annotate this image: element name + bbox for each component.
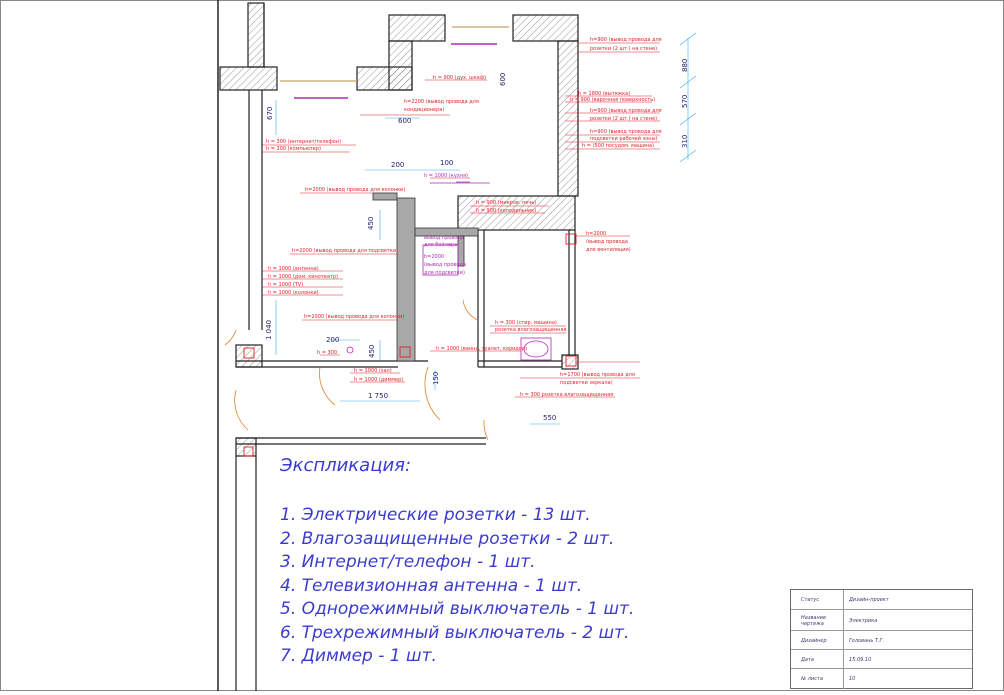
explication-item: 3. Интернет/телефон - 1 шт. (280, 552, 536, 572)
label-a21: h = 1000 (колонки) (268, 290, 319, 296)
stamp-designer-value: Головань Т.Г. (849, 637, 884, 644)
walls (219, 2, 579, 457)
dim-100: 100 (440, 159, 453, 167)
stamp-row-status: Статус Дизайн-проект (791, 590, 972, 609)
label-a25: h = 300 (317, 350, 337, 356)
windows (280, 26, 509, 82)
stamp-row-date: Дата 15.09.10 (791, 649, 972, 669)
label-a29: h = 300 розетка влагозащищенная (520, 392, 613, 398)
label-a28: h=1700 (вывод провода для (560, 372, 635, 378)
dim-600-a: 600 (398, 117, 411, 125)
dim-600-b: 600 (499, 73, 507, 86)
doors (224, 299, 489, 441)
stamp-row-designer: Дизайнер Головань Т.Г. (791, 630, 972, 650)
bath-fixture (422, 244, 552, 361)
label-a5: h = 900 (варочная поверхность) (570, 97, 655, 103)
stamp-date-key: Дата (801, 656, 814, 663)
dim-200-a: 200 (391, 161, 404, 169)
label-a14b: для бойлера (424, 241, 457, 248)
annotation-labels-magenta: h = 1000 (кухня) вывод провода для бойле… (424, 173, 468, 276)
label-a10: h = 1000 (кухня) (424, 173, 468, 179)
label-a17: h=2000 (вывод провода для подсветки) (292, 248, 398, 254)
label-a12: h = 900 (микров. печь) (476, 200, 536, 206)
label-a7: h=900 (вывод провода для (590, 129, 662, 135)
label-a22b: розетка влагозащищенная (495, 327, 567, 333)
label-a6: h=900 (вывод провода для (590, 108, 662, 114)
label-a3b: кондиционера) (404, 107, 444, 113)
dim-200-b: 200 (326, 336, 339, 344)
label-a4: h = 1800 (вытяжка) (578, 91, 630, 97)
stamp-designer-key: Дизайнер (801, 637, 827, 644)
label-a3: h=2200 (вывод провода для (404, 99, 479, 105)
fixture-symbols (346, 181, 490, 354)
explication-item: 5. Однорежимный выключатель - 1 шт. (280, 599, 635, 619)
dim-570: 570 (681, 95, 689, 108)
label-a24: h = 1000 (ванна, туалет, коридор) (436, 346, 527, 352)
explication-item: 4. Телевизионная антенна - 1 шт. (280, 575, 583, 596)
dim-450-a: 450 (367, 217, 375, 230)
explication-item: 2. Влагозащищенные розетки - 2 шт. (280, 528, 615, 549)
dim-550: 550 (543, 414, 556, 422)
explication-title: Экспликация: (280, 455, 412, 476)
explication-item: 6. Трехрежимный выключатель - 2 шт. (280, 622, 630, 643)
label-a9: h = 300 (компьютер) (266, 146, 321, 152)
explication-legend: Экспликация: 1. Электрические розетки - … (280, 455, 780, 669)
annotation-labels: h=900 (вывод провода для розетки (2 шт.)… (266, 37, 662, 398)
label-a1: h=900 (вывод провода для (590, 37, 662, 43)
dim-1040: 1 040 (265, 320, 273, 340)
dim-1750: 1 750 (368, 392, 388, 400)
stamp-row-name: Название чертежа Электрика (791, 609, 972, 631)
label-a15c: для подсветки) (424, 270, 465, 276)
dim-670: 670 (266, 107, 274, 120)
label-a26: h = 1000 (зал) (354, 368, 392, 374)
explication-item: 7. Диммер - 1 шт. (280, 646, 437, 666)
label-a16b: (вывод провода (586, 239, 628, 245)
label-a22: h = 300 (стир. машина) (495, 320, 557, 326)
dimension-lines (275, 32, 697, 425)
dim-150: 150 (432, 372, 440, 385)
explication-item: 1. Электрические розетки - 13 шт. (280, 505, 591, 525)
dim-310: 310 (681, 135, 689, 148)
label-a19: h = 1000 (дом. кинотеатр) (268, 274, 338, 280)
stamp-page-key: № листа (801, 676, 823, 682)
dim-880: 880 (681, 59, 689, 72)
stamp-row-page: № листа 10 (791, 668, 972, 689)
stamp-status-key: Статус (801, 596, 820, 603)
label-a28b: подсветки зеркала) (560, 380, 613, 386)
label-a16c: для вентиляции) (586, 247, 631, 253)
label-a2: h = 900 (дух. шкаф) (433, 75, 486, 81)
window-sills (294, 43, 497, 99)
label-a14: вывод провода (424, 235, 464, 241)
stamp-status-value: Дизайн-проект (849, 596, 889, 603)
stamp-name-key: Название чертежа (801, 614, 827, 627)
label-a15: h=2000 (424, 254, 444, 260)
label-a20: h = 1000 (TV) (268, 282, 303, 288)
label-a8: h = 300 (интернет/телефон) (266, 139, 341, 145)
label-a7c: h = (500 посудом. машина) (582, 143, 654, 149)
label-a13: h = 900 (холодильник) (476, 208, 536, 214)
label-a18: h = 1000 (антенна) (268, 266, 319, 272)
label-a23: h=2000 (вывод провода для колонки) (304, 314, 404, 320)
socket-markers (243, 233, 577, 457)
label-a6b: розетки (2 шт.) на стене) (590, 116, 657, 122)
dim-450-b: 450 (368, 345, 376, 358)
stamp-page-value: 10 (849, 676, 856, 682)
title-block: Статус Дизайн-проект Название чертежа Эл… (790, 589, 973, 689)
label-a11: h=2000 (вывод провода для колонки) (305, 187, 405, 193)
leader-lines (262, 42, 660, 398)
dimension-labels: 880 570 310 670 600 600 200 100 450 1 04… (265, 59, 689, 422)
label-a27: h = 1000 (диммер) (354, 377, 403, 383)
partitions (372, 192, 479, 362)
label-a1b: розетки (2 шт.) на стене) (590, 46, 657, 52)
label-a16: h=2000 (586, 231, 606, 237)
label-a15b: (вывод провода (424, 262, 466, 268)
label-a7b: подсветки рабочей зоны) (590, 135, 658, 142)
stamp-date-value: 15.09.10 (849, 656, 872, 663)
stamp-name-value: Электрика (849, 617, 878, 624)
